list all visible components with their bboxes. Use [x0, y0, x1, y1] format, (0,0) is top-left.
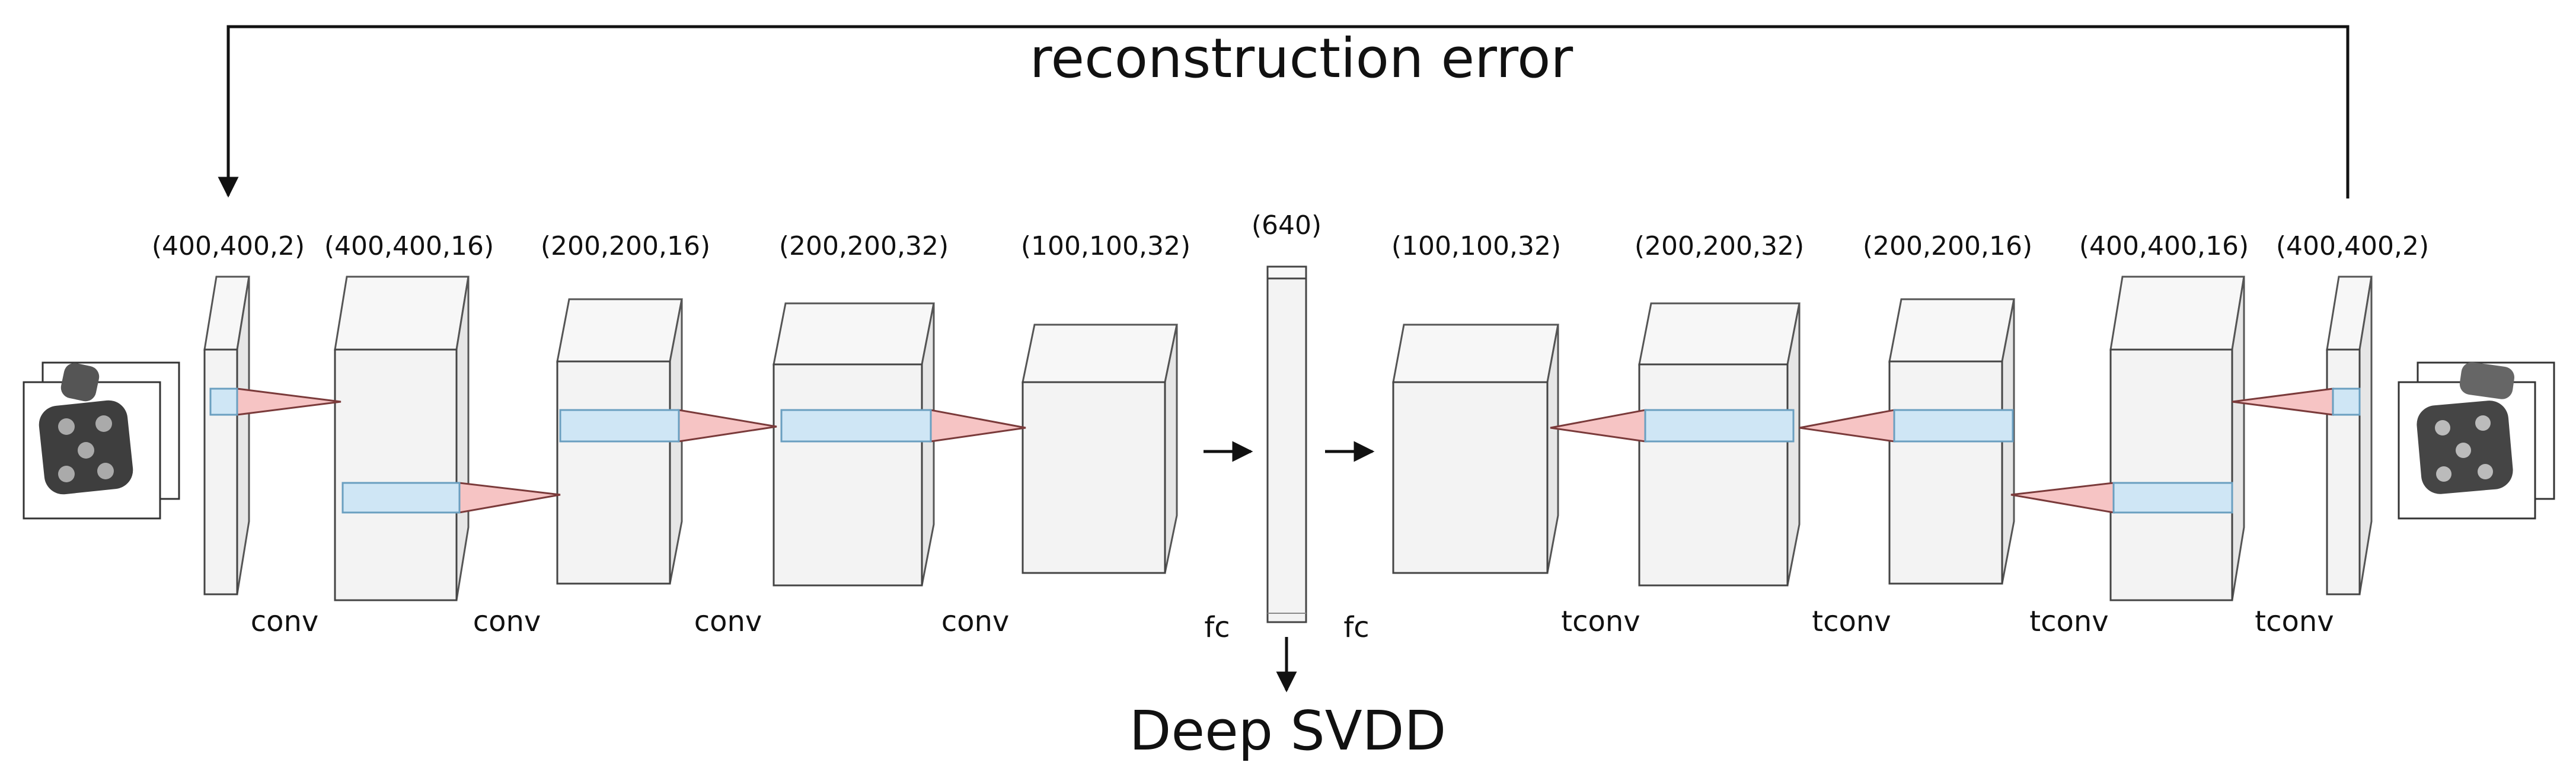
op-enc-conv4: conv [941, 605, 1010, 638]
dice-image-icon [2417, 362, 2514, 494]
op-dec-tconv3: tconv [2029, 605, 2108, 638]
dim-dec1: (100,100,32) [1391, 231, 1561, 261]
diagram-title: reconstruction error [1030, 27, 1573, 90]
deep-svdd-label: Deep SVDD [1129, 699, 1447, 763]
dim-dec2: (200,200,32) [1635, 231, 1804, 261]
cone-enc3 [678, 409, 777, 443]
dim-latent: (640) [1252, 210, 1321, 241]
op-enc-conv1: conv [251, 605, 319, 638]
kernel-slice-enc1 [341, 482, 461, 514]
dim-output: (400,400,2) [2276, 231, 2429, 261]
layer-latent [1266, 265, 1307, 623]
dice-image-icon [39, 363, 133, 495]
layer-input [203, 276, 250, 595]
op-dec-tconv2: tconv [1812, 605, 1891, 638]
dim-enc4: (100,100,32) [1021, 231, 1190, 261]
op-dec-tconv4: tconv [2255, 605, 2334, 638]
cone-dec4 [2010, 482, 2115, 514]
layer-output [2326, 276, 2373, 595]
output-image-stack [2398, 361, 2555, 520]
dim-enc1: (400,400,16) [324, 231, 494, 261]
layer-dec2 [1638, 302, 1801, 587]
op-enc-conv2: conv [473, 605, 541, 638]
dim-dec3: (200,200,16) [1863, 231, 2032, 261]
cone-output [2232, 388, 2334, 416]
dim-enc3: (200,200,32) [779, 231, 949, 261]
cone-dec2 [1550, 409, 1646, 443]
fc-arrows [1204, 441, 1375, 693]
cone-enc4 [930, 409, 1026, 443]
kernel-slice-output [2332, 388, 2361, 416]
kernel-cones [209, 388, 2361, 514]
layer-enc1 [334, 276, 470, 601]
kernel-slice-input [209, 388, 238, 416]
reconstruction-loop: reconstruction error [218, 25, 2350, 198]
layer-dec4 [2109, 276, 2245, 601]
kernel-slice-dec4 [2112, 482, 2233, 514]
op-fc-in: fc [1204, 611, 1230, 644]
cone-enc1 [236, 388, 341, 416]
kernel-slice-enc2 [559, 409, 680, 443]
layer-enc2 [556, 298, 683, 585]
dim-enc2: (200,200,16) [541, 231, 710, 261]
layer-enc4 [1022, 324, 1178, 574]
kernel-slice-dec2 [1644, 409, 1795, 443]
dimension-labels: (400,400,2) (400,400,16) (200,200,16) (2… [152, 210, 2429, 261]
layer-enc3 [773, 302, 935, 587]
operation-labels: conv conv conv conv fc fc tconv tconv tc… [251, 605, 2334, 644]
layer-dec3 [1888, 298, 2015, 585]
dim-dec4: (400,400,16) [2079, 231, 2249, 261]
op-dec-tconv1: tconv [1561, 605, 1640, 638]
kernel-slice-dec3 [1893, 409, 2014, 443]
op-enc-conv3: conv [694, 605, 762, 638]
kernel-slice-enc3 [780, 409, 932, 443]
cone-enc2 [458, 482, 561, 514]
layer-dec1 [1392, 324, 1559, 574]
input-image-stack [23, 361, 180, 520]
reconstruction-loop-line [218, 25, 2350, 198]
dim-input: (400,400,2) [152, 231, 305, 261]
op-fc-out: fc [1343, 611, 1369, 644]
cone-dec3 [1799, 409, 1895, 443]
